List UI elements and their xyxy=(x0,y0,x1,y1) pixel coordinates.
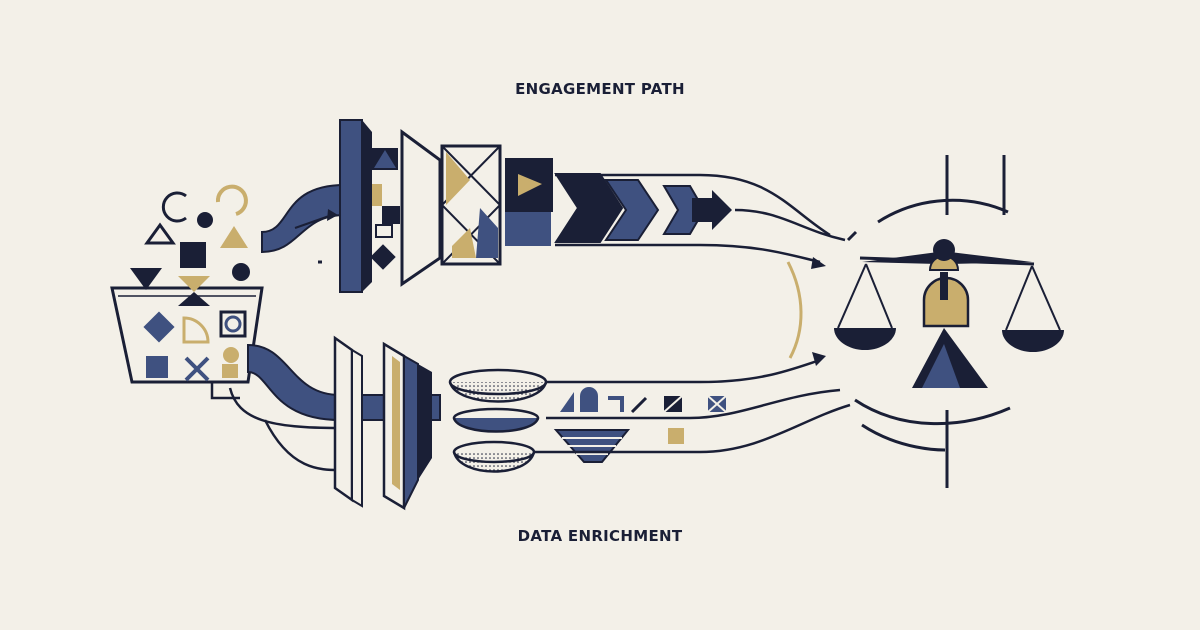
input-bin-icon xyxy=(110,184,264,384)
engagement-sorting-stage xyxy=(339,119,732,293)
enrichment-flow-lines xyxy=(534,352,851,454)
engagement-path-label: ENGAGEMENT PATH xyxy=(515,80,685,98)
data-enrichment-label: DATA ENRICHMENT xyxy=(517,527,683,545)
balance-scale-icon xyxy=(834,155,1064,488)
data-enrichment-filter-stage xyxy=(333,335,727,511)
engagement-flow-lines xyxy=(555,173,846,269)
bottom-input-pipe xyxy=(210,343,341,472)
gold-connector-arc xyxy=(786,261,803,359)
top-input-pipe xyxy=(261,183,346,264)
